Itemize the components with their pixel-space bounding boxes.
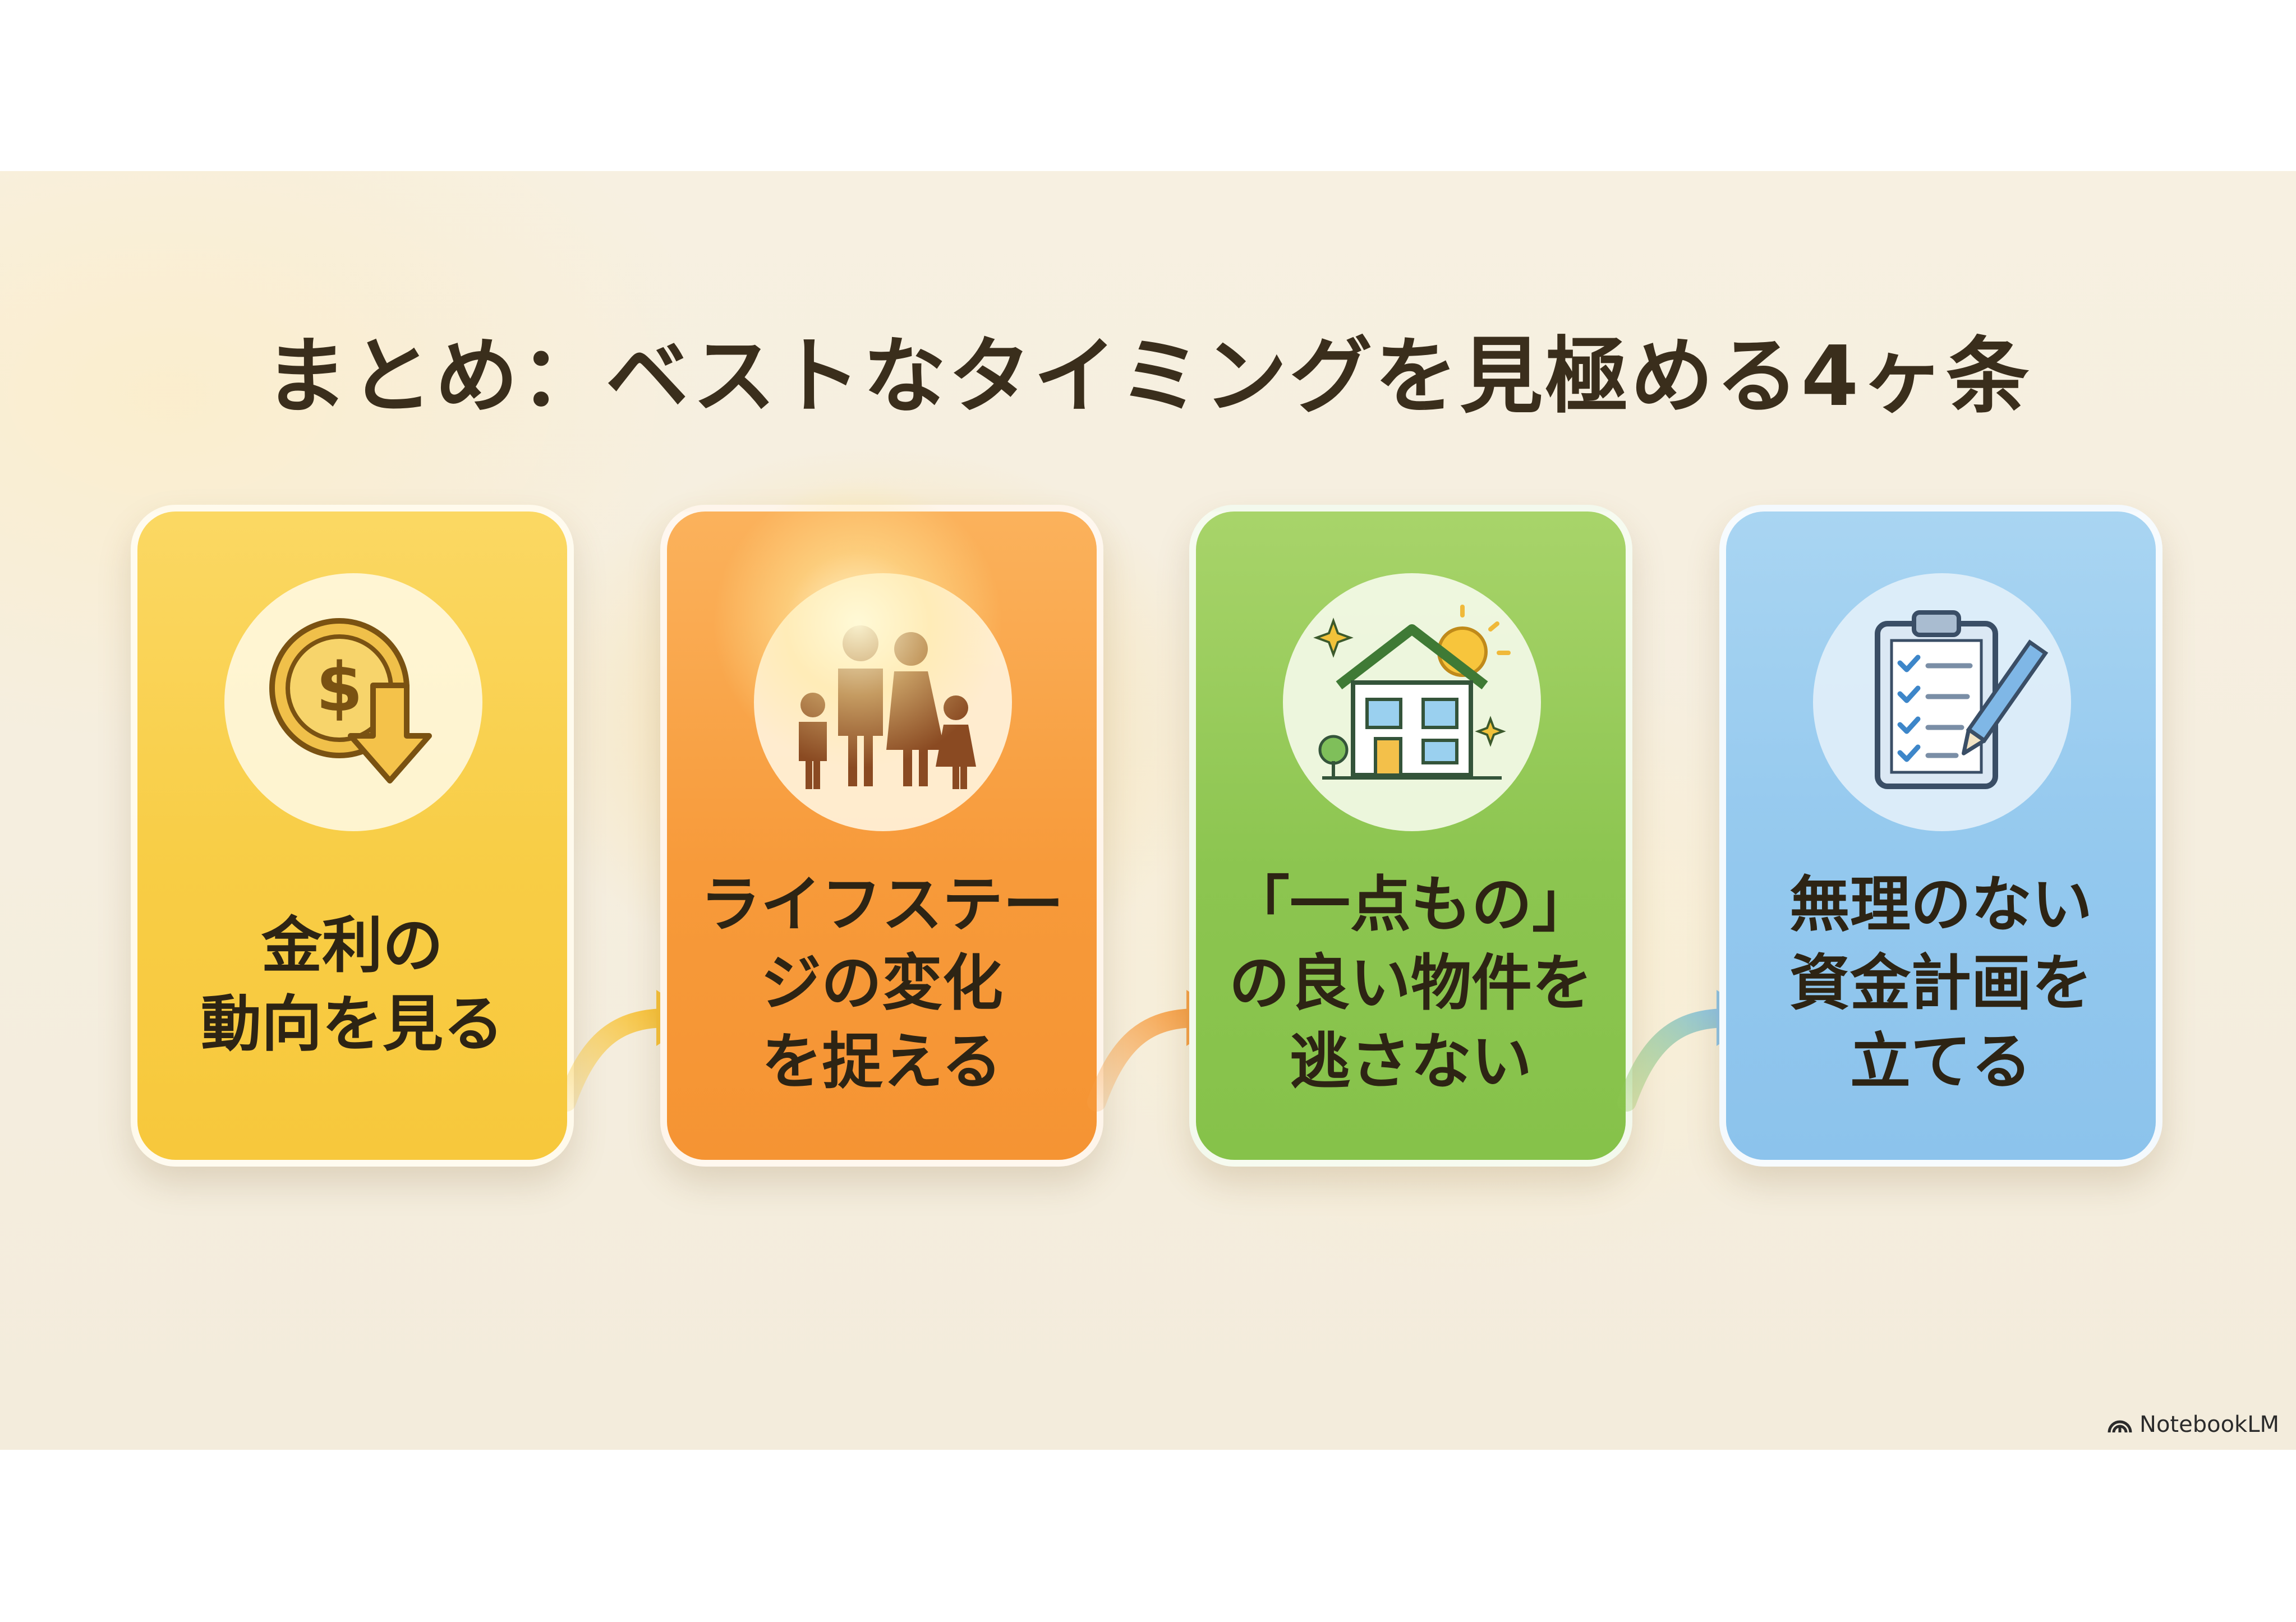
icon-badge bbox=[754, 573, 1012, 831]
family-icon bbox=[799, 625, 976, 789]
card-label: 「一点もの」 の良い物件を 逃さない bbox=[1228, 870, 1593, 1097]
card-label: 無理のない 資金計画を 立てる bbox=[1789, 870, 2092, 1097]
slide: まとめ：ベストなタイミングを見極める4ヶ条 $ 金利の 動向を見る bbox=[0, 171, 2296, 1450]
house-icon bbox=[1313, 605, 1511, 780]
slide-title: まとめ：ベストなタイミングを見極める4ヶ条 bbox=[264, 328, 2032, 425]
icon-badge: $ bbox=[224, 573, 482, 831]
clipboard-checklist-icon bbox=[1875, 610, 2049, 789]
card-life-stage: ライフステー ジの変化 を捉える bbox=[660, 478, 1103, 1167]
icon-badge bbox=[1813, 573, 2071, 831]
card-label: 金利の 動向を見る bbox=[200, 911, 504, 1059]
svg-text:$: $ bbox=[316, 649, 363, 727]
brand-name: NotebookLM bbox=[2139, 1412, 2279, 1437]
notebooklm-logo-icon bbox=[2108, 1420, 2132, 1433]
notebooklm-brand: NotebookLM bbox=[2107, 1408, 2279, 1441]
card-property: 「一点もの」 の良い物件を 逃さない bbox=[1189, 505, 1632, 1167]
card-label: ライフステー ジの変化 を捉える bbox=[700, 870, 1064, 1097]
icon-badge bbox=[1283, 573, 1541, 831]
card-interest-rate: $ 金利の 動向を見る bbox=[131, 505, 574, 1167]
card-financial-plan: 無理のない 資金計画を 立てる bbox=[1719, 505, 2162, 1167]
dollar-coin-down-arrow-icon: $ bbox=[269, 618, 432, 784]
